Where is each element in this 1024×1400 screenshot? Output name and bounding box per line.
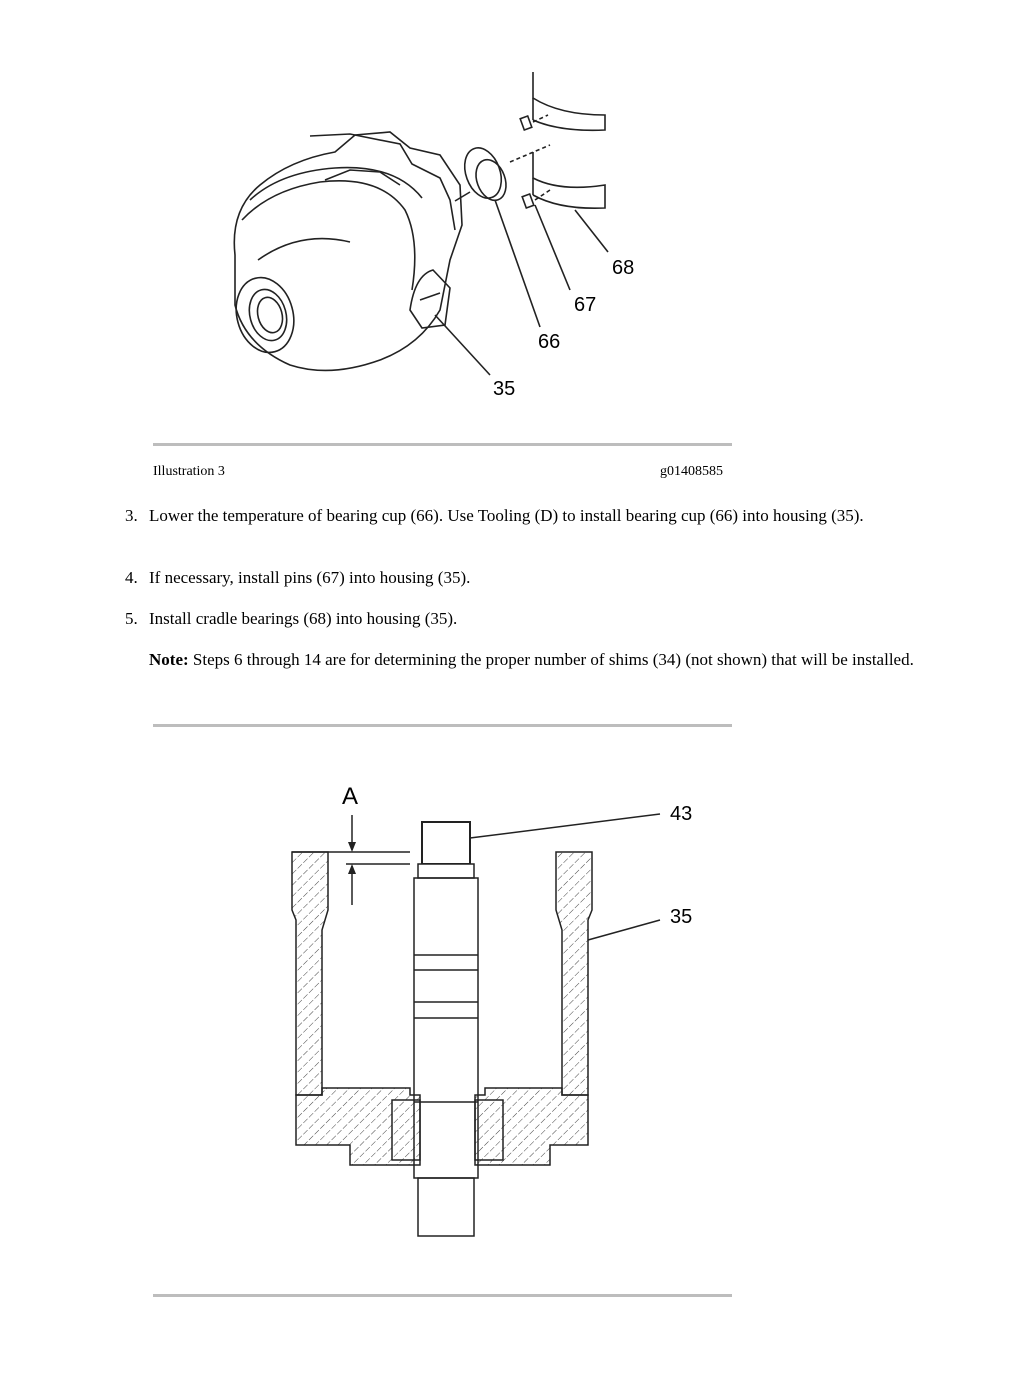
note: Note: Steps 6 through 14 are for determi… [125, 649, 925, 693]
step-5: 5. Install cradle bearings (68) into hou… [125, 608, 925, 630]
figure-id: g01408585 [660, 464, 723, 479]
illustration-4-top-rule [153, 724, 732, 727]
step-text: If necessary, install pins (67) into hou… [149, 568, 471, 587]
callout-35: 35 [493, 378, 515, 400]
illustration-caption: Illustration 3 [153, 464, 225, 479]
dimension-a-label: A [342, 783, 358, 810]
callout-43: 43 [670, 803, 692, 825]
illustration-4-drawing: A 43 35 [291, 783, 692, 1237]
callout-35: 35 [670, 906, 692, 928]
callout-67: 67 [574, 294, 596, 316]
step-number: 4. [125, 568, 138, 587]
note-label: Note: [149, 650, 189, 669]
step-3: 3. Lower the temperature of bearing cup … [125, 505, 925, 549]
illustration-3-drawing: 68 67 66 35 [233, 72, 634, 400]
step-text: Lower the temperature of bearing cup (66… [149, 506, 864, 525]
step-text: Install cradle bearings (68) into housin… [149, 609, 458, 628]
step-number: 3. [125, 506, 138, 525]
callout-68: 68 [612, 257, 634, 279]
step-4: 4. If necessary, install pins (67) into … [125, 567, 925, 589]
callout-66: 66 [538, 331, 560, 353]
illustration-4-bottom-rule [153, 1294, 732, 1297]
step-number: 5. [125, 609, 138, 628]
note-text: Steps 6 through 14 are for determining t… [188, 650, 914, 669]
illustration-3-rule [153, 443, 732, 446]
